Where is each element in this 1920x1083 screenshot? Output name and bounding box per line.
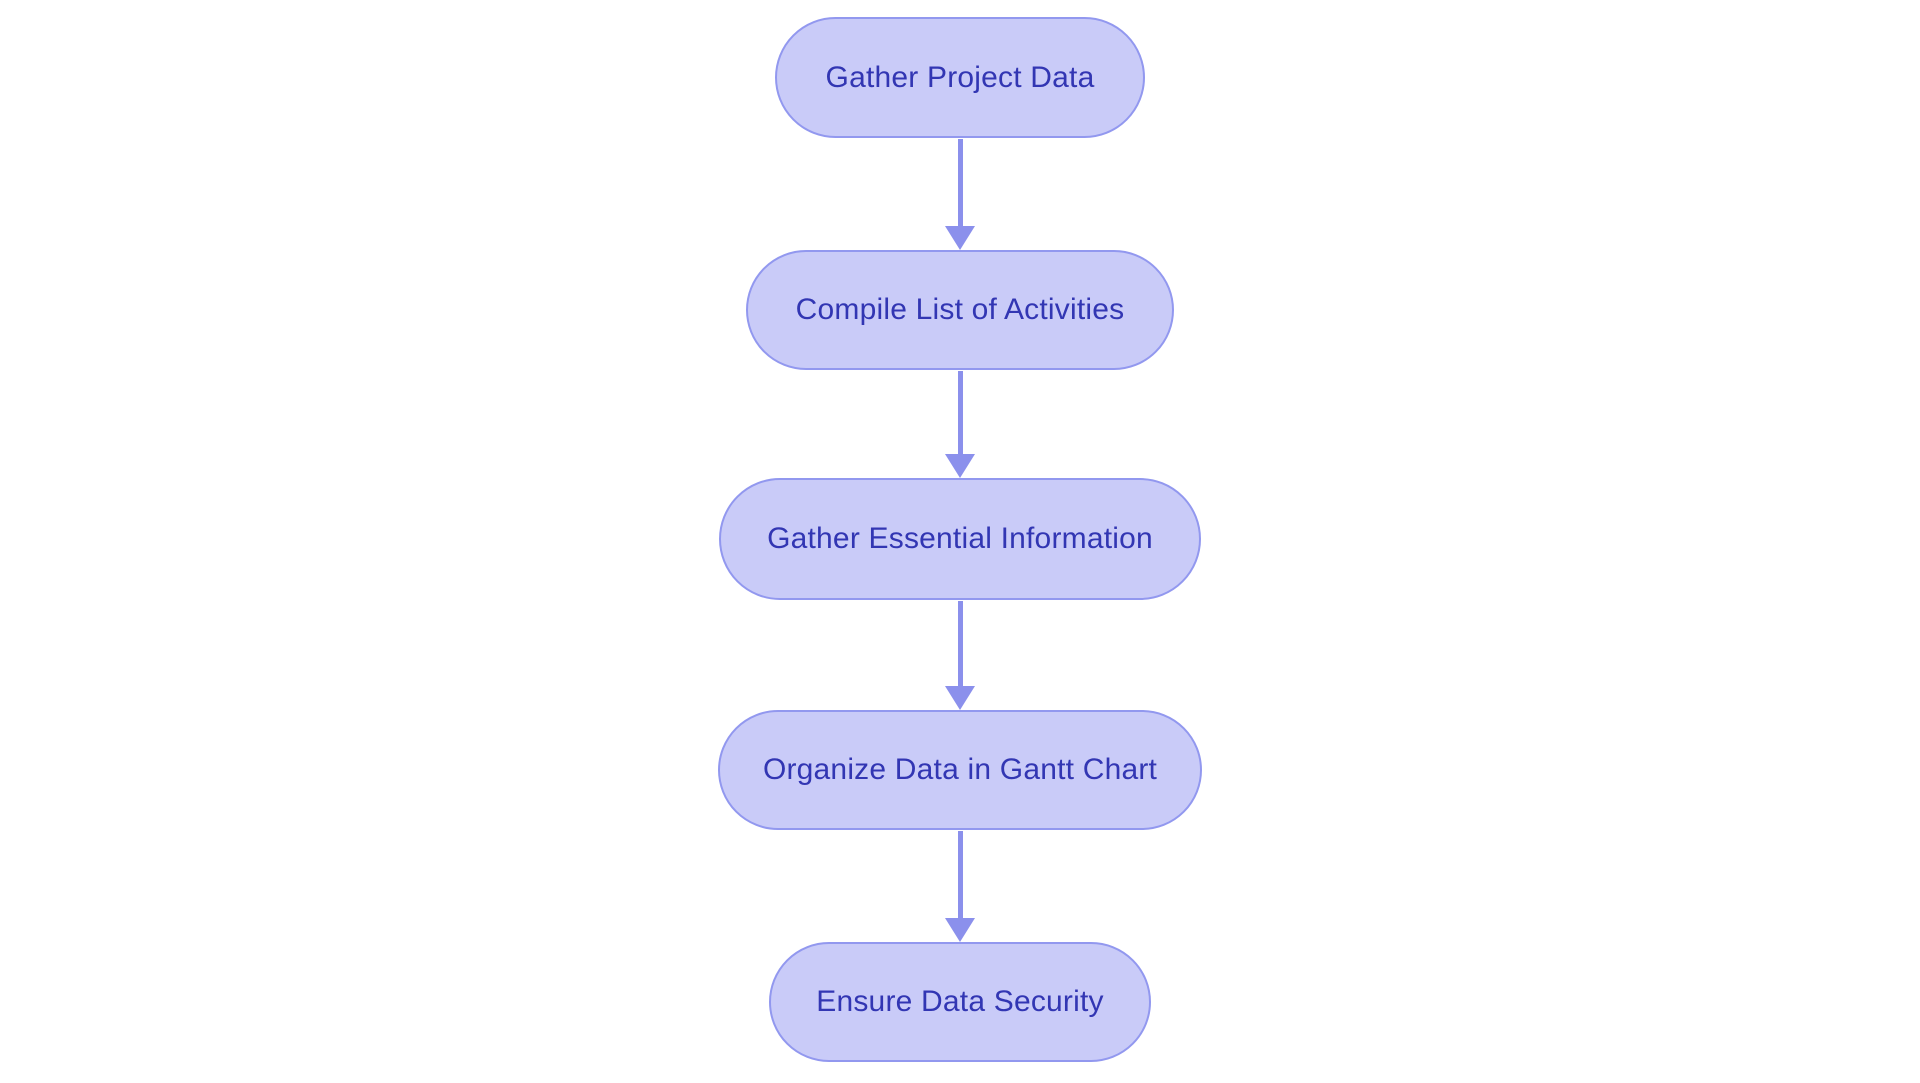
arrow-stem xyxy=(957,601,963,686)
flow-node-label: Compile List of Activities xyxy=(795,293,1125,326)
flow-node-gather-project-data: Gather Project Data xyxy=(775,17,1145,138)
flow-node-label: Gather Project Data xyxy=(825,60,1095,94)
arrow-down-icon xyxy=(945,454,975,478)
arrow-stem xyxy=(957,139,963,226)
flow-node-label: Ensure Data Security xyxy=(816,985,1104,1018)
flow-node-label: Organize Data in Gantt Chart xyxy=(762,753,1158,786)
flow-arrow-3 xyxy=(945,601,975,710)
flow-arrow-2 xyxy=(945,371,975,478)
flow-node-ensure-data-security: Ensure Data Security xyxy=(769,942,1151,1062)
arrow-down-icon xyxy=(945,686,975,710)
flow-node-organize-data-in-gantt-chart: Organize Data in Gantt Chart xyxy=(718,710,1202,830)
arrow-stem xyxy=(957,831,963,918)
flow-arrow-1 xyxy=(945,139,975,250)
flow-node-gather-essential-information: Gather Essential Information xyxy=(719,478,1201,600)
flow-arrow-4 xyxy=(945,831,975,942)
arrow-down-icon xyxy=(945,226,975,250)
flow-node-compile-list-of-activities: Compile List of Activities xyxy=(746,250,1174,370)
arrow-stem xyxy=(957,371,963,454)
flow-node-label: Gather Essential Information xyxy=(767,522,1153,555)
arrow-down-icon xyxy=(945,918,975,942)
